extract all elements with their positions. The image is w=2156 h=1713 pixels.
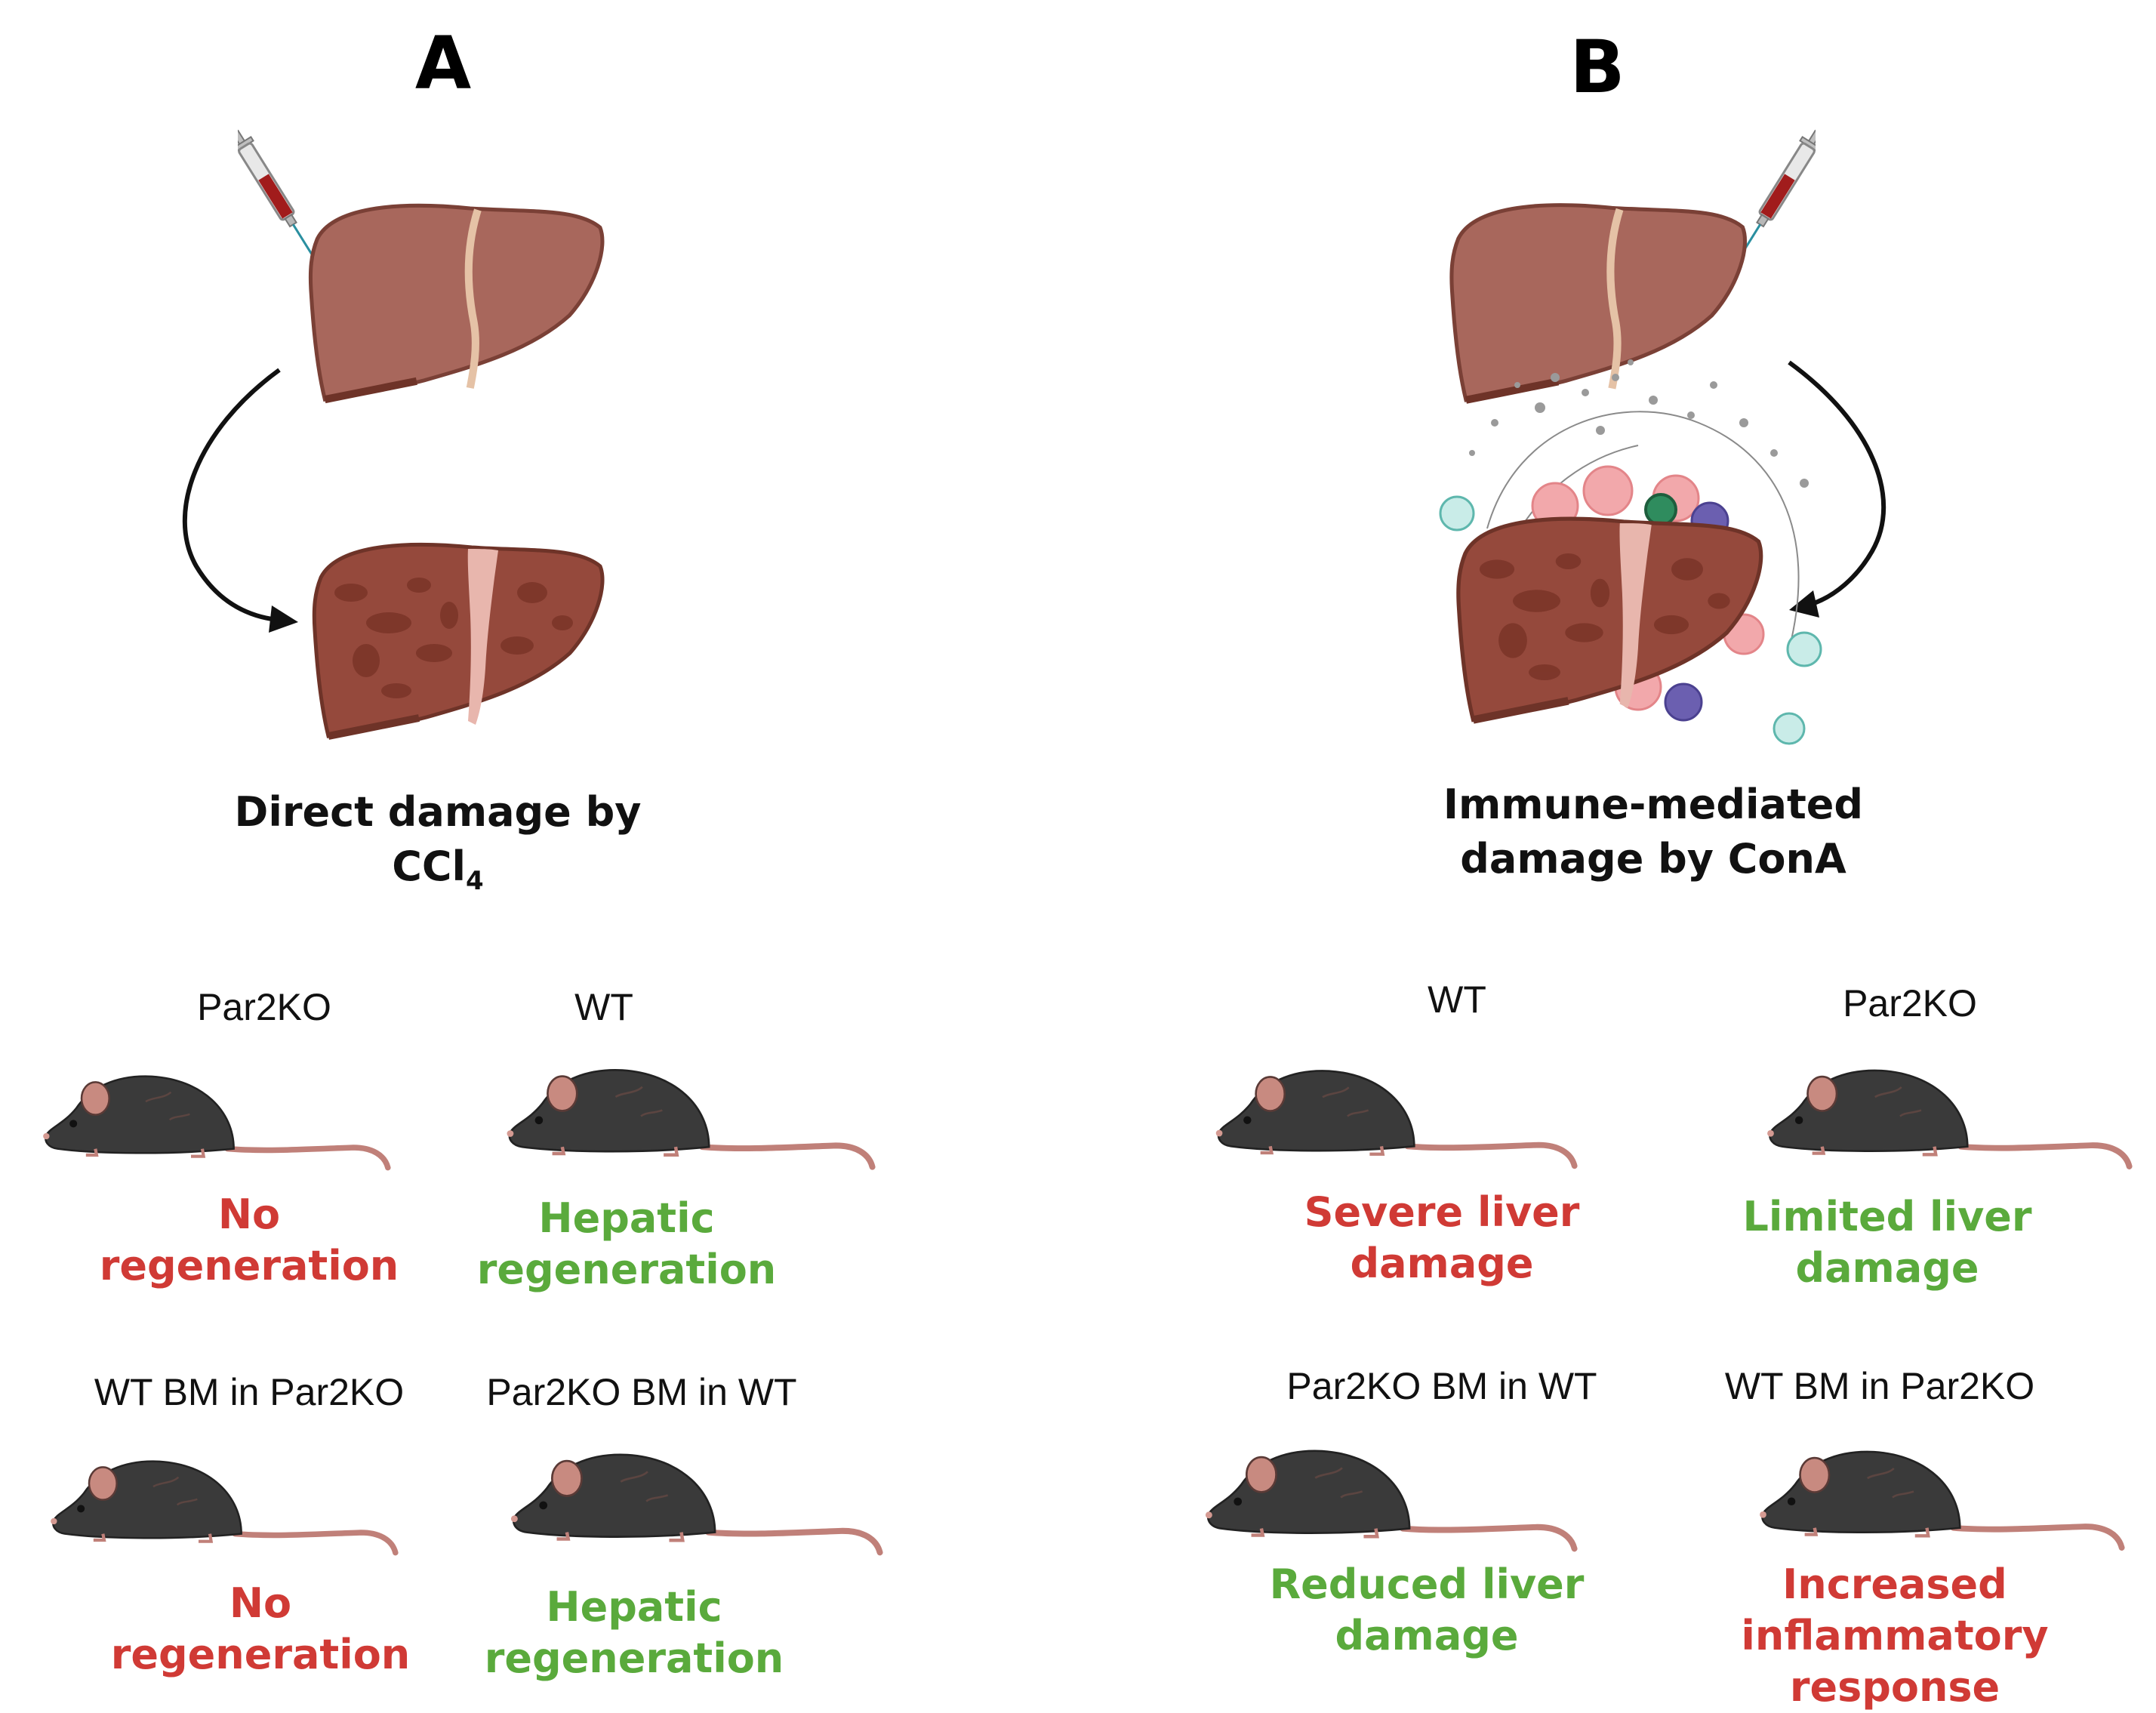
mouse-icon xyxy=(476,1042,876,1185)
outcome-line2: regeneration xyxy=(476,1246,777,1293)
mouse-label: Par2KO BM in WT xyxy=(1286,1365,1597,1407)
mouse-icon xyxy=(1185,1042,1578,1185)
panel-a-caption-line1: Direct damage by xyxy=(234,788,642,836)
caption-chemical: CCl xyxy=(392,843,467,890)
mouse-label: WT xyxy=(1428,978,1486,1021)
immune-cells-icon xyxy=(1439,359,1822,745)
mouse-label: WT BM in Par2KO xyxy=(1724,1365,2035,1407)
panel-b-caption: Immune-mediated damage by ConA xyxy=(1434,778,1872,886)
panel-a-caption: Direct damage by CCl4 xyxy=(226,785,649,908)
outcome-line1: Severe liver xyxy=(1304,1188,1580,1236)
outcome-label: Increased inflammatory response xyxy=(1646,1559,2144,1713)
outcome-label: Hepatic regeneration xyxy=(438,1193,815,1296)
mouse-label: Par2KO BM in WT xyxy=(486,1371,797,1413)
outcome-label: Limited liver damage xyxy=(1683,1191,2091,1294)
liver-icon xyxy=(302,193,608,408)
outcome-line2: regeneration xyxy=(484,1634,784,1682)
outcome-line2: damage xyxy=(1795,1244,1979,1292)
mouse-label: Par2KO xyxy=(1843,982,1977,1024)
outcome-label: Severe liver damage xyxy=(1238,1187,1646,1289)
mouse-icon xyxy=(1174,1419,1578,1570)
panel-b-caption-line2: damage by ConA xyxy=(1460,835,1846,883)
caption-subscript: 4 xyxy=(466,865,484,896)
outcome-label: Reduced liver damage xyxy=(1223,1559,1631,1662)
mouse-label: WT xyxy=(574,986,633,1028)
mouse-icon xyxy=(1729,1423,2125,1567)
mouse-icon xyxy=(1736,1042,2133,1185)
damaged-liver-icon xyxy=(306,532,608,744)
outcome-line2: inflammatory response xyxy=(1741,1612,2049,1711)
curved-arrow-icon xyxy=(182,368,298,633)
outcome-line1: Reduced liver xyxy=(1269,1560,1585,1608)
mouse-icon xyxy=(21,1431,399,1574)
outcome-line1: Limited liver xyxy=(1742,1193,2032,1240)
outcome-label: No regeneration xyxy=(60,1189,438,1292)
panel-b-caption-line1: Immune-mediated xyxy=(1443,781,1864,828)
outcome-line1: No xyxy=(229,1579,292,1627)
outcome-label: Hepatic regeneration xyxy=(445,1582,823,1684)
outcome-label: No regeneration xyxy=(72,1578,449,1681)
outcome-line2: regeneration xyxy=(99,1242,399,1289)
panel-a-letter: A xyxy=(414,21,472,106)
outcome-line1: Hepatic xyxy=(538,1194,715,1242)
panel-b-letter: B xyxy=(1569,25,1625,109)
mouse-label: WT BM in Par2KO xyxy=(94,1371,405,1413)
panel-a-caption-line2: CCl4 xyxy=(226,840,649,908)
outcome-line1: Hepatic xyxy=(546,1583,722,1631)
outcome-line1: No xyxy=(217,1191,281,1238)
mouse-icon xyxy=(479,1427,883,1570)
outcome-line2: damage xyxy=(1335,1612,1519,1659)
mouse-label: Par2KO xyxy=(197,986,331,1028)
mouse-icon xyxy=(14,1046,391,1189)
outcome-line1: Increased xyxy=(1782,1560,2007,1608)
outcome-line2: regeneration xyxy=(110,1631,411,1678)
outcome-line2: damage xyxy=(1350,1240,1534,1287)
